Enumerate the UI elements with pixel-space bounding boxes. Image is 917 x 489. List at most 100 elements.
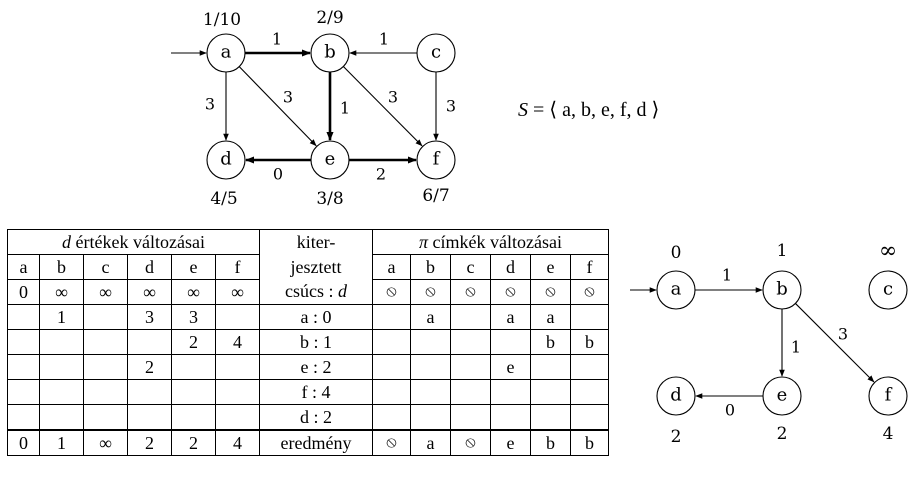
tree-node-dist-a: 0: [671, 243, 682, 263]
tree-node-label-e: e: [777, 385, 788, 406]
step-row-5: d : 2: [7, 404, 609, 431]
pi-a: [372, 379, 411, 405]
top-node-c: [416, 33, 456, 73]
expanded-vertex: b : 1: [259, 329, 373, 355]
top-edge-weight-b-e: 1: [340, 99, 350, 118]
pi-c: [450, 304, 491, 330]
d-c: [83, 404, 128, 431]
top-node-label-a: a: [221, 42, 232, 63]
top-edge-weight-e-f: 2: [376, 165, 386, 184]
pi-e: [530, 379, 571, 405]
top-node-b: [310, 33, 350, 73]
top-node-e: [310, 140, 350, 180]
d-f: [215, 304, 260, 330]
d-d: [127, 379, 172, 405]
pi-f: [570, 354, 609, 380]
pi-f: b: [570, 429, 609, 456]
pi-c: [450, 404, 491, 431]
tree-node-dist-b: 1: [777, 241, 788, 261]
d-a: [7, 354, 40, 380]
pi-d: e: [490, 354, 531, 380]
expanded-vertex-header-2: jesztett: [259, 254, 373, 280]
d-f: 4: [215, 429, 260, 456]
pi-d: [490, 379, 531, 405]
tree-edge-weight-a-b: 1: [722, 266, 732, 285]
tree-node-dist-e: 2: [777, 424, 788, 444]
pi-d: e: [490, 429, 531, 456]
pi-e: b: [530, 329, 571, 355]
pi-b: a: [410, 304, 451, 330]
d-b: 1: [39, 429, 84, 456]
pi-col-f: f: [570, 254, 609, 280]
pi-f: [570, 404, 609, 431]
pi-e: a: [530, 304, 571, 330]
d-c: [83, 304, 128, 330]
tree-node-label-b: b: [776, 279, 788, 300]
sequence-eq: =: [533, 99, 545, 121]
expanded-vertex-header-1: kiter-: [259, 229, 373, 255]
pi-d: [490, 329, 531, 355]
d-f: 4: [215, 329, 260, 355]
init-d-f: ∞: [215, 279, 260, 305]
top-node-label-b: b: [324, 42, 336, 63]
d-col-b: b: [39, 254, 84, 280]
pi-b: [410, 354, 451, 380]
top-edge-weight-a-b: 1: [272, 30, 282, 49]
d-a: [7, 329, 40, 355]
d-values-header: d értékek változásai: [7, 229, 260, 255]
init-pi-c: ⦸: [450, 279, 491, 305]
pi-b: [410, 379, 451, 405]
init-pi-e: ⦸: [530, 279, 571, 305]
pi-c: [450, 379, 491, 405]
pi-c: [450, 329, 491, 355]
d-d: [127, 329, 172, 355]
init-pi-b: ⦸: [410, 279, 451, 305]
expanded-vertex: eredmény: [259, 429, 373, 456]
tree-node-d: [656, 376, 696, 416]
pi-a: [372, 404, 411, 431]
top-node-dist-b: 2/9: [316, 8, 343, 28]
top-edge-weight-c-b: 1: [379, 30, 389, 49]
d-a: [7, 379, 40, 405]
expanded-vertex: a : 0: [259, 304, 373, 330]
tree-node-dist-d: 2: [671, 427, 682, 447]
top-node-dist-a: 1/10: [203, 10, 241, 30]
top-node-dist-f: 6/7: [422, 186, 449, 206]
expanded-vertex-header-3: csúcs : d: [259, 279, 373, 305]
pi-b: a: [410, 429, 451, 456]
sequence-var: S: [518, 99, 528, 121]
top-edge-weight-a-d: 3: [205, 95, 215, 114]
tree-node-e: [762, 376, 802, 416]
table-header-row: d értékek változásai kiter- π címkék vál…: [7, 229, 609, 255]
pi-labels-header: π címkék változásai: [372, 229, 609, 255]
tree-node-dist-c: ∞: [879, 239, 897, 264]
top-edge-weight-a-e: 3: [283, 88, 293, 107]
top-edge-weight-c-f: 3: [446, 97, 456, 116]
top-edge-weight-b-f: 3: [388, 88, 398, 107]
top-node-label-d: d: [220, 149, 232, 170]
tree-edge-weight-b-f: 3: [838, 325, 848, 344]
top-edge-b-f: [342, 66, 423, 147]
d-b: [39, 379, 84, 405]
d-b: [39, 354, 84, 380]
d-e: 3: [171, 304, 216, 330]
tree-node-label-a: a: [671, 279, 682, 300]
step-row-3: 2 e : 2 e: [7, 354, 609, 380]
pi-d: a: [490, 304, 531, 330]
d-e: 2: [171, 429, 216, 456]
d-d: 3: [127, 304, 172, 330]
top-node-a: [206, 33, 246, 73]
sequence-open: ⟨: [549, 99, 558, 121]
expanded-vertex: e : 2: [259, 354, 373, 380]
init-row: 0∞∞∞∞∞csúcs : d⦸⦸⦸⦸⦸⦸: [7, 279, 609, 305]
pi-col-b: b: [410, 254, 451, 280]
tree-edge-weight-e-d: 0: [725, 401, 735, 420]
d-e: 2: [171, 329, 216, 355]
top-node-f: [416, 140, 456, 180]
init-pi-d: ⦸: [490, 279, 531, 305]
tree-edge-b-f: [795, 303, 875, 383]
d-d: 2: [127, 354, 172, 380]
